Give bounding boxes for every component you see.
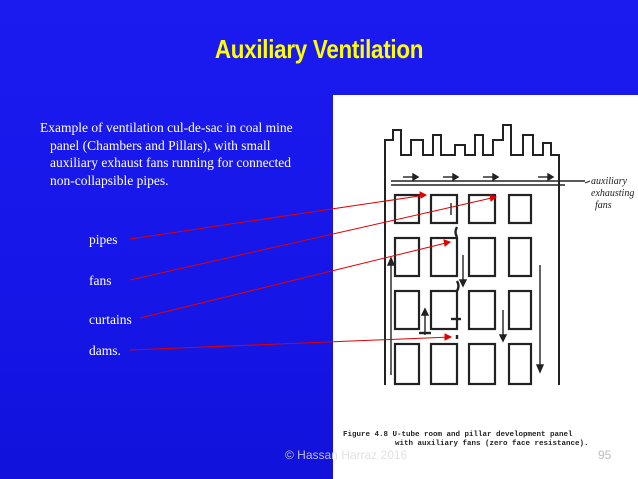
term-fans: fans bbox=[89, 273, 112, 288]
fan-label-line1: auxiliary bbox=[591, 176, 628, 187]
term-pipes: pipes bbox=[89, 232, 118, 247]
intro-paragraph: Example of ventilation cul-de-sac in coa… bbox=[40, 120, 293, 188]
figure-caption-line2: with auxiliary fans (zero face resistanc… bbox=[395, 440, 589, 448]
fan-label-line3: fans bbox=[595, 200, 612, 211]
fan-label-line2: exhausting bbox=[591, 188, 634, 199]
slide-title: Auxiliary Ventilation bbox=[214, 34, 424, 64]
pillars bbox=[393, 193, 533, 386]
footer-copyright: © Hassan Harraz 2016 bbox=[285, 448, 408, 462]
term-dams: dams. bbox=[89, 343, 121, 358]
term-curtains: curtains bbox=[89, 312, 132, 327]
figure-caption-line1: Figure 4.8 U-tube room and pillar develo… bbox=[343, 431, 573, 439]
body-text: Example of ventilation cul-de-sac in coa… bbox=[40, 119, 300, 189]
page-number: 95 bbox=[598, 448, 612, 462]
pipe-line bbox=[391, 180, 585, 186]
ventilation-figure: auxiliary exhausting fans Figure 4.8 U-t… bbox=[333, 95, 638, 479]
panel-diagram: auxiliary exhausting fans Figure 4.8 U-t… bbox=[343, 124, 634, 448]
